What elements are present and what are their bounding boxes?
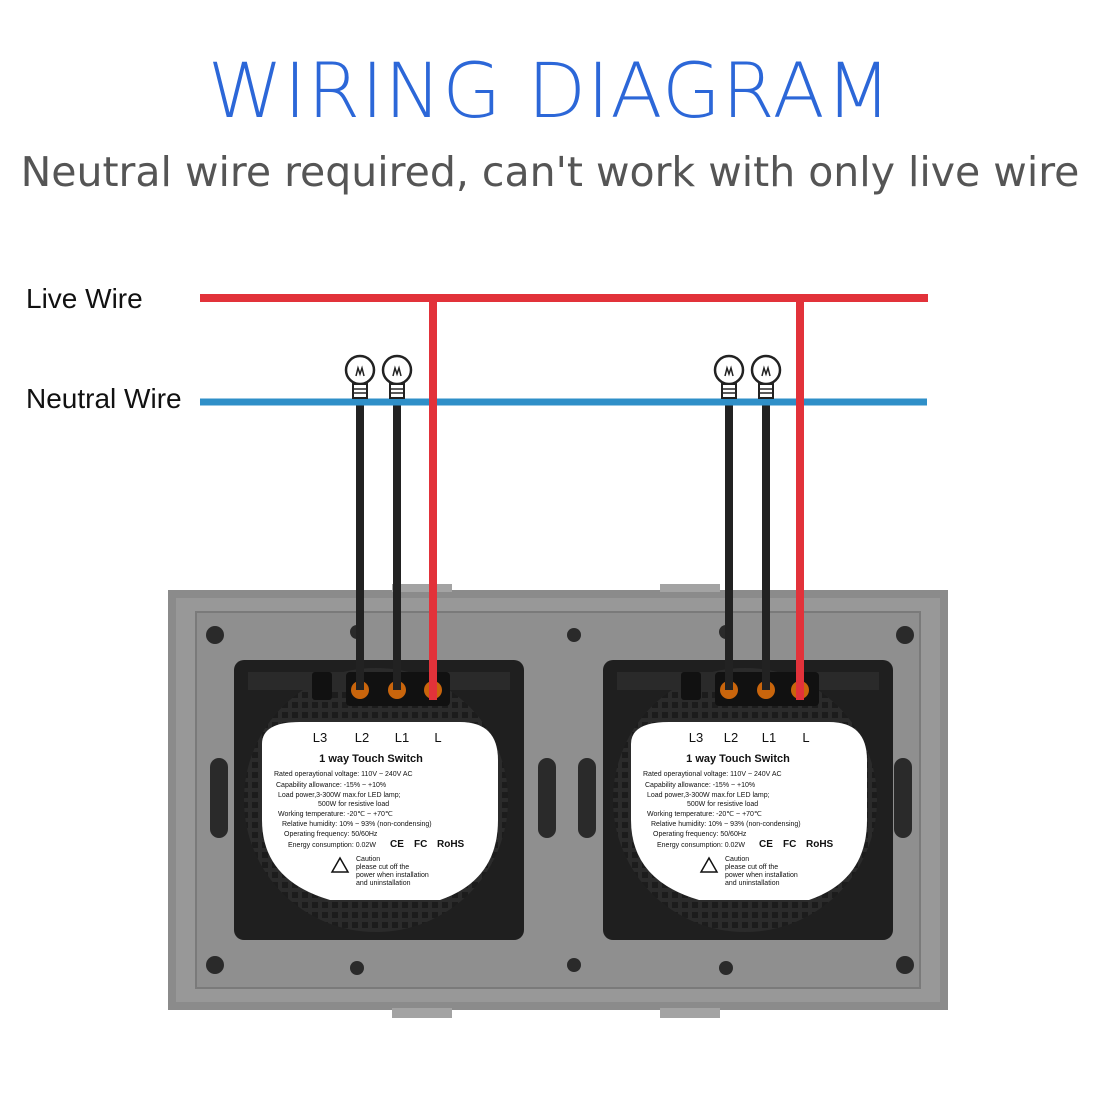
- spec-line: Energy consumption: 0.02W: [288, 842, 376, 849]
- switch-label-1: [262, 722, 498, 900]
- caution-line: Caution: [725, 856, 749, 863]
- spec-line: 500W for resistive load: [687, 801, 758, 808]
- terminal-label-l: L: [802, 730, 809, 745]
- terminal-label-l3: L3: [313, 730, 327, 745]
- bulb-icon: [713, 354, 745, 399]
- spec-line: Capability allowance: -15% ~ +10%: [645, 782, 755, 789]
- caution-line: and uninstallation: [356, 880, 411, 887]
- terminal-label-l1: L1: [762, 730, 776, 745]
- spec-line: Rated operaytional voltage: 110V ~ 240V …: [643, 771, 782, 778]
- spec-line: Operating frequency: 50/60Hz: [653, 831, 747, 838]
- bulb-icon: [750, 354, 782, 399]
- spec-line: Operating frequency: 50/60Hz: [284, 831, 378, 838]
- terminal-label-l3: L3: [689, 730, 703, 745]
- caution-line: power when installation: [725, 872, 798, 879]
- warning-icon: [330, 856, 350, 873]
- terminal-label-l: L: [434, 730, 441, 745]
- fc-mark: FC: [414, 839, 427, 850]
- spec-line: Load power,3-300W max.for LED lamp;: [647, 792, 770, 799]
- bulb-icon: [381, 354, 413, 399]
- terminal-label-l2: L2: [724, 730, 738, 745]
- spec-line: Rated operaytional voltage: 110V ~ 240V …: [274, 771, 413, 778]
- rohs-mark: RoHS: [437, 839, 465, 850]
- diagram-subtitle: Neutral wire required, can't work with o…: [20, 148, 1080, 196]
- rohs-mark: RoHS: [806, 839, 834, 850]
- spec-line: Capability allowance: -15% ~ +10%: [276, 782, 386, 789]
- load-wires: [356, 398, 770, 690]
- terminal-label-l1: L1: [395, 730, 409, 745]
- warning-icon: [699, 856, 719, 873]
- fc-mark: FC: [783, 839, 796, 850]
- neutral-wire-label: Neutral Wire: [26, 383, 182, 414]
- caution-line: please cut off the: [725, 864, 778, 871]
- ce-mark: CE: [759, 839, 773, 850]
- spec-line: Load power,3-300W max.for LED lamp;: [278, 792, 401, 799]
- spec-line: Working temperature: -20℃ ~ +70℃: [278, 811, 393, 818]
- switch-type-title: 1 way Touch Switch: [319, 753, 423, 765]
- switch-type-title: 1 way Touch Switch: [686, 753, 790, 765]
- spec-line: 500W for resistive load: [318, 801, 389, 808]
- live-wire: [200, 294, 928, 700]
- spec-line: Relative humidity: 10% ~ 93% (non-conden…: [651, 821, 801, 828]
- spec-line: Relative humidity: 10% ~ 93% (non-conden…: [282, 821, 432, 828]
- caution-line: power when installation: [356, 872, 429, 879]
- spec-line: Energy consumption: 0.02W: [657, 842, 745, 849]
- caution-line: Caution: [356, 856, 380, 863]
- spec-line: Working temperature: -20℃ ~ +70℃: [647, 811, 762, 818]
- ce-mark: CE: [390, 839, 404, 850]
- caution-line: and uninstallation: [725, 880, 780, 887]
- caution-line: please cut off the: [356, 864, 409, 871]
- diagram-title: WIRING DIAGRAM: [207, 46, 893, 135]
- terminal-label-l2: L2: [355, 730, 369, 745]
- live-wire-label: Live Wire: [26, 283, 143, 314]
- bulb-icon: [344, 354, 376, 399]
- switch-label-2: [631, 722, 867, 900]
